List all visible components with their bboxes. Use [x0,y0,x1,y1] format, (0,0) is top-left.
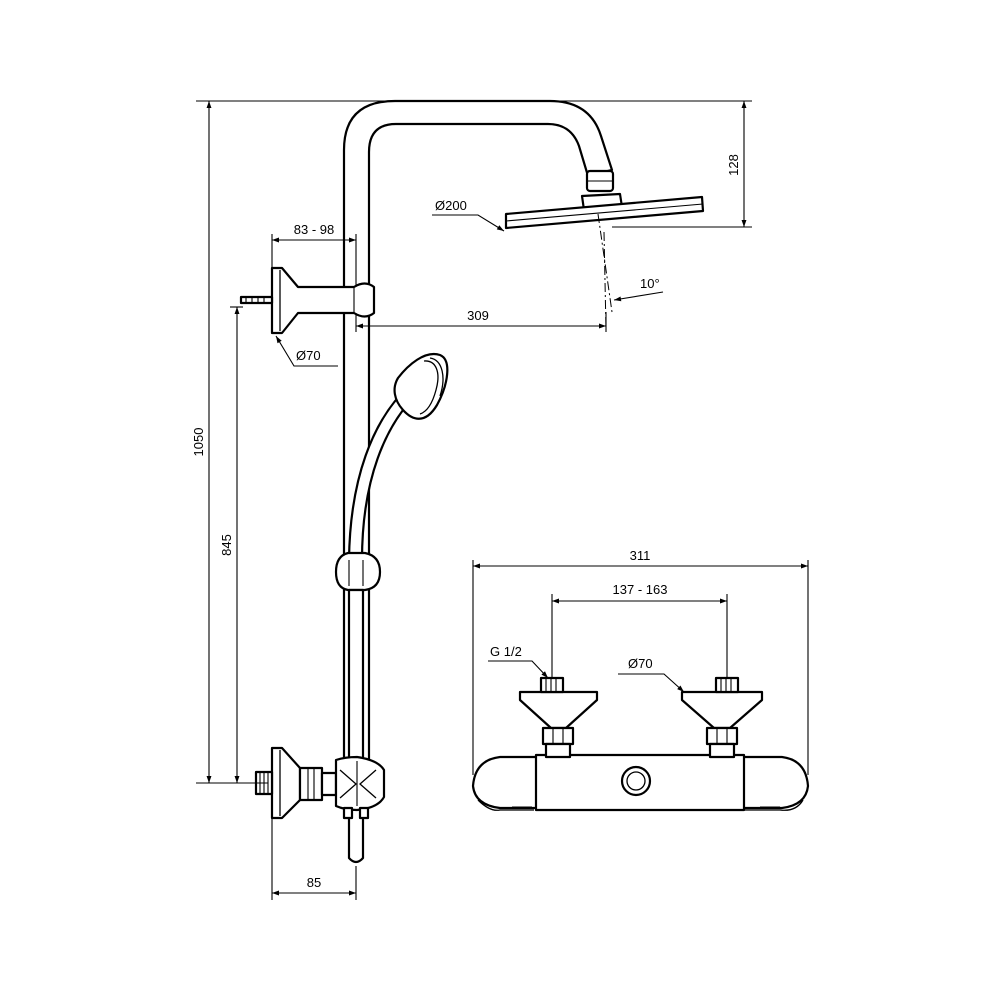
dim-arm-reach: 309 [467,308,489,323]
dim-head-drop: 128 [726,154,741,176]
dim-total-height: 1050 [191,428,206,457]
dim-bracket-offset: 83 - 98 [294,222,334,237]
dim-inlet-height: 845 [219,534,234,556]
left-inlet-thread [539,676,565,694]
right-inlet-flange [680,690,764,730]
hand-shower-slider [334,551,382,592]
mixer-outlet-ring [620,765,652,797]
dim-mixer-depth: 85 [307,875,321,890]
dim-inlet-flange: Ø70 [628,656,653,671]
dim-inlet-centres: 137 - 163 [613,582,668,597]
shower-riser-arm [342,99,614,797]
dim-mixer-width: 311 [630,548,651,563]
hand-shower [393,352,449,420]
right-union-nut [705,726,739,746]
hose-lower-loop [347,588,365,864]
left-union-nut [541,726,575,746]
left-inlet-flange [518,690,599,730]
dim-head-diameter: Ø200 [435,198,467,213]
dim-bracket-flange: Ø70 [296,348,321,363]
mixer-union-nut [298,766,324,802]
right-inlet-thread [714,676,740,694]
dim-head-tilt: 10° [640,276,660,291]
dim-inlet-thread: G 1/2 [490,644,522,659]
mixer-wall-connector [270,746,302,820]
